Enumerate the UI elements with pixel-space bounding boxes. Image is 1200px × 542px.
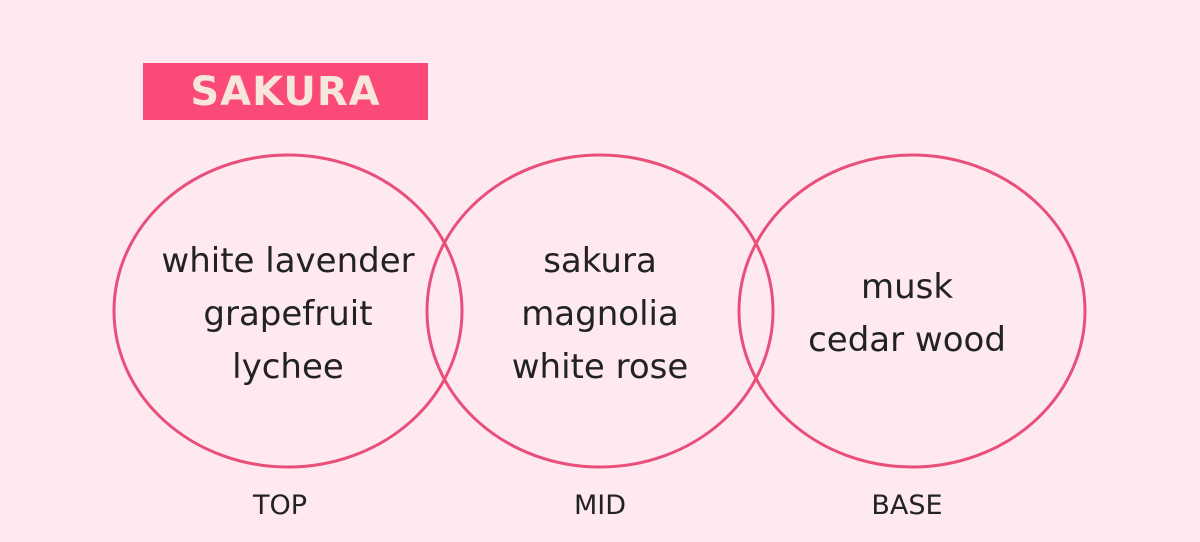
- note: white lavender: [161, 241, 415, 281]
- label-top: TOP: [252, 490, 308, 521]
- note: musk: [860, 267, 954, 307]
- top-notes: white lavender grapefruit lychee: [123, 235, 453, 394]
- label-mid: MID: [573, 490, 627, 521]
- note: cedar wood: [808, 320, 1006, 360]
- note: lychee: [232, 347, 344, 387]
- note: grapefruit: [203, 294, 373, 334]
- circle-base: [737, 153, 1087, 469]
- circle-top: [112, 153, 464, 469]
- base-notes: musk cedar wood: [742, 261, 1072, 367]
- note: magnolia: [521, 294, 679, 334]
- label-base: BASE: [871, 490, 943, 521]
- note: sakura: [543, 241, 657, 281]
- mid-notes: sakura magnolia white rose: [435, 235, 765, 394]
- circle-mid: [425, 153, 775, 469]
- note: white rose: [511, 347, 689, 387]
- title-banner: SAKURA: [143, 63, 428, 120]
- title: SAKURA: [190, 68, 381, 115]
